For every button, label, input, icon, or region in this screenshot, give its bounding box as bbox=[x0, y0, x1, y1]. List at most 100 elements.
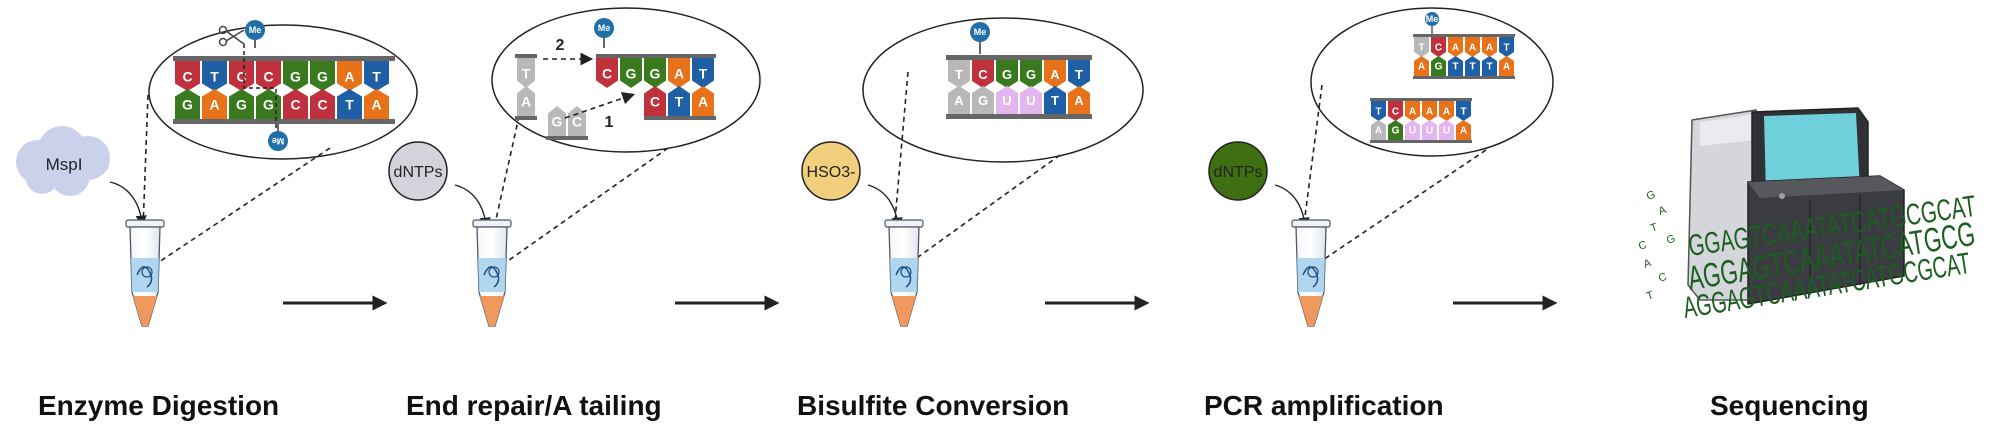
methyl-tag-label: Me bbox=[974, 27, 987, 37]
nucleotide-G: G bbox=[1020, 60, 1042, 88]
nucleotide-A: A bbox=[1465, 37, 1480, 57]
backbone bbox=[546, 136, 588, 140]
sequence-fragment: C bbox=[1637, 239, 1649, 253]
nucleotide-G: G bbox=[256, 89, 281, 119]
nucleotide-T: T bbox=[1482, 56, 1497, 76]
nucleotide-C: C bbox=[256, 61, 281, 91]
nucleotide-label: A bbox=[344, 68, 354, 84]
nucleotide-U: U bbox=[996, 86, 1018, 114]
nucleotide-label: T bbox=[1469, 62, 1475, 73]
nucleotide-A: A bbox=[517, 86, 535, 116]
step-sequencing: GGAGTCAAATATCATGCGCATAGGAGTCAAATATCATGCG… bbox=[1637, 107, 1978, 421]
arrow-number: 2 bbox=[556, 37, 565, 54]
nucleotide-label: C bbox=[1392, 107, 1399, 118]
nucleotide-A: A bbox=[1439, 101, 1454, 121]
zoom-line bbox=[494, 147, 669, 271]
curved-arrow bbox=[109, 181, 147, 227]
nucleotide-label: G bbox=[650, 65, 661, 81]
sequencer-machine bbox=[1687, 107, 1905, 305]
methyl-tag-label: Me bbox=[249, 25, 262, 35]
nucleotide-A: A bbox=[1068, 86, 1090, 114]
backbone bbox=[946, 55, 1092, 60]
nucleotide-G: G bbox=[283, 61, 308, 91]
nucleotide-A: A bbox=[1499, 56, 1514, 76]
cut-line bbox=[243, 44, 277, 128]
nucleotide-G: G bbox=[644, 58, 666, 88]
nucleotide-label: T bbox=[955, 67, 963, 82]
reagent-cloud: MspI bbox=[16, 126, 110, 196]
backbone bbox=[515, 116, 537, 120]
fill-arrow-1 bbox=[564, 92, 636, 119]
nucleotide-label: A bbox=[1074, 93, 1084, 108]
nucleotide-G: G bbox=[175, 89, 200, 119]
nucleotide-label: C bbox=[572, 113, 582, 129]
nucleotide-label: A bbox=[209, 96, 219, 112]
reagent-circle: dNTPs bbox=[388, 141, 448, 201]
sequence-fragment: A bbox=[1642, 257, 1654, 271]
nucleotide-T: T bbox=[1448, 56, 1463, 76]
nucleotide-G: G bbox=[996, 60, 1018, 88]
nucleotide-T: T bbox=[948, 60, 970, 88]
nucleotide-T: T bbox=[1499, 37, 1514, 57]
nucleotide-label: A bbox=[521, 93, 531, 109]
sequence-fragment: G bbox=[1665, 233, 1677, 247]
nucleotide-G: G bbox=[229, 89, 254, 119]
nucleotide-U: U bbox=[1405, 120, 1420, 140]
nucleotide-label: G bbox=[1392, 126, 1400, 137]
nucleotide-T: T bbox=[1456, 101, 1471, 121]
nucleotide-C: C bbox=[283, 89, 308, 119]
nucleotide-T: T bbox=[668, 86, 690, 116]
reagent-label: dNTPs bbox=[394, 164, 443, 181]
methyl-tag-label: Me bbox=[598, 23, 611, 33]
nucleotide-label: G bbox=[182, 96, 193, 112]
nucleotide-label: C bbox=[602, 65, 612, 81]
nucleotide-label: T bbox=[1503, 43, 1509, 54]
nucleotide-label: A bbox=[1486, 43, 1493, 54]
nucleotide-label: C bbox=[263, 68, 273, 84]
nucleotide-A: A bbox=[1044, 60, 1066, 88]
methyl-badge: Me bbox=[1425, 12, 1439, 34]
nucleotide-label: U bbox=[1426, 126, 1433, 137]
step-label: Sequencing bbox=[1710, 390, 1869, 421]
nucleotide-label: A bbox=[371, 96, 381, 112]
microtube bbox=[125, 219, 165, 327]
sequence-fragment: A bbox=[1657, 204, 1669, 218]
nucleotide-label: T bbox=[1486, 62, 1492, 73]
nucleotide-label: A bbox=[1469, 43, 1476, 54]
nucleotide-label: T bbox=[1460, 107, 1466, 118]
reagent-label: dNTPs bbox=[1214, 164, 1263, 181]
nucleotide-G: G bbox=[972, 86, 994, 114]
nucleotide-U: U bbox=[1439, 120, 1454, 140]
nucleotide-C: C bbox=[568, 106, 586, 136]
nucleotide-label: C bbox=[182, 68, 192, 84]
nucleotide-G: G bbox=[1388, 120, 1403, 140]
nucleotide-label: A bbox=[1503, 62, 1510, 73]
microtube bbox=[1291, 219, 1331, 327]
nucleotide-label: T bbox=[1452, 62, 1458, 73]
nucleotide-T: T bbox=[517, 58, 535, 88]
nucleotide-G: G bbox=[620, 58, 642, 88]
nucleotide-C: C bbox=[1431, 37, 1446, 57]
nucleotide-label: G bbox=[290, 68, 301, 84]
zoom-line bbox=[899, 154, 1061, 271]
arrow-number: 1 bbox=[605, 114, 614, 131]
nucleotide-G: G bbox=[548, 106, 566, 136]
nucleotide-label: A bbox=[1460, 126, 1467, 137]
scissors-icon bbox=[218, 25, 245, 47]
nucleotide-label: G bbox=[552, 113, 563, 129]
methyl-badge: Me bbox=[970, 22, 990, 54]
zoom-line bbox=[1299, 84, 1323, 256]
reagent-circle: HSO3- bbox=[801, 141, 861, 201]
nucleotide-label: T bbox=[1075, 67, 1083, 82]
nucleotide-T: T bbox=[337, 89, 362, 119]
nucleotide-A: A bbox=[692, 86, 714, 116]
reagent-label: HSO3- bbox=[807, 164, 856, 181]
nucleotide-label: T bbox=[699, 65, 708, 81]
nucleotide-label: A bbox=[698, 93, 708, 109]
nucleotide-C: C bbox=[596, 58, 618, 88]
nucleotide-C: C bbox=[229, 61, 254, 91]
